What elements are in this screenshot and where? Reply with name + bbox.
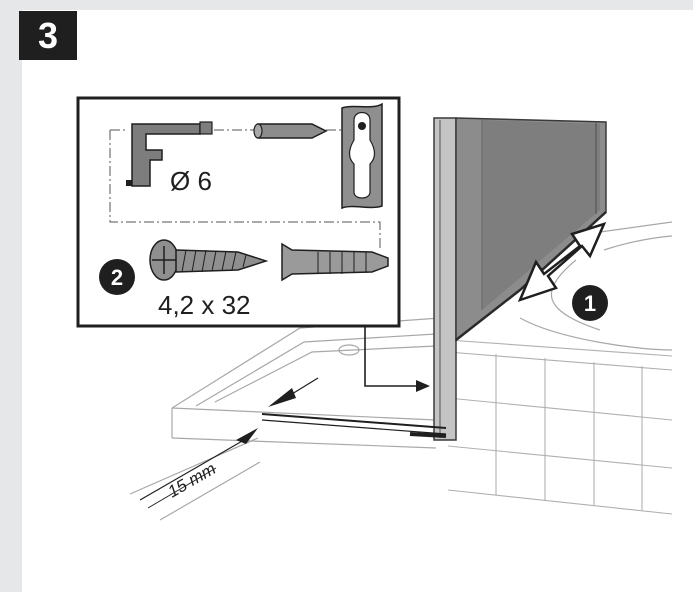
drill-bit-icon [253, 123, 328, 139]
callout-2-label: 2 [111, 265, 123, 290]
callout-2-badge: 2 [99, 259, 135, 295]
wall-keyhole-icon [341, 102, 383, 210]
hardware-inset: Ø 6 [76, 96, 401, 328]
screw-icon [149, 239, 269, 281]
wall-profile-icon [126, 121, 213, 187]
step-number-badge: 3 [19, 11, 77, 60]
callout-1-badge: 1 [572, 285, 608, 321]
inset-pointer-arrow [364, 326, 430, 392]
callout-1-label: 1 [584, 291, 596, 316]
gap-measurement-label: 15 mm [165, 459, 220, 501]
slide-double-arrow [517, 221, 607, 303]
wall-plug-icon [281, 242, 389, 282]
drill-diameter-label: Ø 6 [170, 166, 212, 196]
wall-tiles [447, 339, 673, 515]
screw-size-label: 4,2 x 32 [158, 290, 251, 320]
shower-panel [261, 117, 607, 441]
